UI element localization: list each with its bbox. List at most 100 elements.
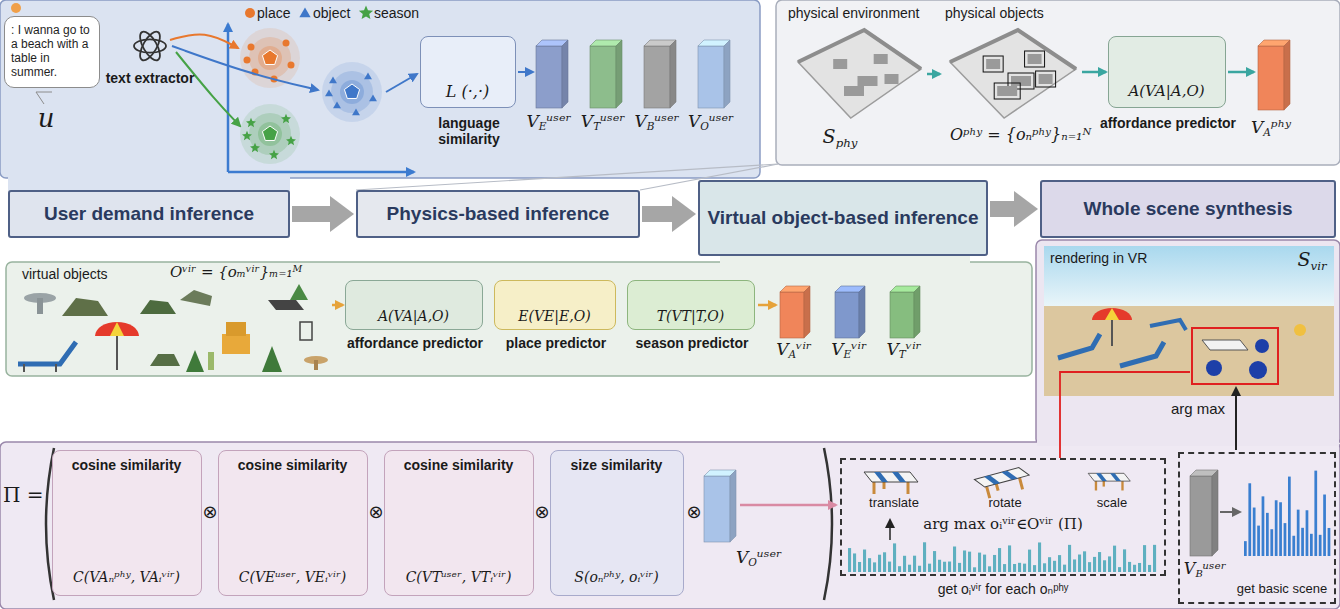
cluster-center [262, 50, 277, 64]
text-slot: Virtual object-based inference [707, 207, 978, 229]
math-superscript: ᵘˢᵉʳ [600, 111, 625, 131]
object-icon [208, 352, 214, 370]
math-symbol: V [831, 339, 843, 359]
score-bar [963, 550, 966, 572]
math-subscript: vir [1310, 259, 1326, 273]
embedding-cluster [249, 113, 291, 155]
transform-label: translate [854, 496, 934, 511]
vector-prism [704, 476, 730, 542]
function-formula: S(oₙᵖʰʸ, oᵢᵛⁱʳ) [551, 569, 682, 585]
scene-object [1150, 320, 1186, 330]
label-slot: VEᵘˢᵉʳ [522, 112, 576, 132]
math-subscript: E [539, 120, 547, 132]
math-subscript: O [748, 556, 757, 568]
score-bar [1253, 508, 1256, 556]
object-marker [333, 101, 341, 108]
label-slot: arg max [1163, 400, 1233, 417]
module-label: size similarity [551, 457, 682, 473]
module-label: affordance predictor [1099, 115, 1237, 131]
image-caption: physical environment [788, 5, 938, 21]
stage-box: Physics-based inference [356, 190, 640, 238]
vector-prism [590, 46, 616, 108]
embedding-cluster [240, 104, 300, 164]
table-top [974, 465, 1029, 489]
vector-prism [804, 286, 810, 338]
axis [228, 171, 414, 174]
score-bar [853, 553, 856, 572]
function-formula: C(VTᵘˢᵉʳ, VTᵢᵛⁱʳ) [385, 569, 532, 585]
scene-object [1249, 361, 1267, 379]
math-superscript: ᵛⁱʳ [906, 339, 922, 359]
room-floor [798, 30, 921, 118]
score-bar [1013, 564, 1016, 572]
vector-symbol: VOᵘˢᵉʳ [684, 112, 738, 132]
text-slot: C(VAₙᵖʰʸ, VAᵢᵛⁱʳ) [53, 569, 200, 585]
flow-arrow [170, 34, 238, 48]
vector-symbol: VAᵖʰʸ [1241, 118, 1301, 138]
object-icon [226, 322, 246, 336]
highlight-box [1192, 328, 1278, 384]
math-superscript: ᵛⁱʳ [851, 339, 867, 359]
math-symbol: S [823, 125, 836, 147]
label-slot: ⊗ [533, 502, 551, 523]
function-formula: C(VEᵘˢᵉʳ, VEᵢᵛⁱʳ) [219, 569, 366, 585]
scene-object [1294, 324, 1306, 336]
process-arrow [990, 201, 1014, 217]
vector-symbol: VAᵛⁱʳ [766, 340, 822, 360]
score-bar [1108, 556, 1111, 572]
user-utterance: : I wanna go to a beach with a table in … [11, 24, 93, 79]
text-slot: rotate [965, 496, 1045, 511]
score-bar [1068, 545, 1071, 572]
score-bar [1248, 483, 1251, 556]
math-superscript: ᵘˢᵉʳ [757, 547, 782, 567]
panel [776, 0, 1340, 165]
text-slot: cosine similarity [53, 457, 200, 473]
scene-object [1111, 318, 1113, 346]
text-slot: affordance predictor [341, 335, 489, 351]
table-stripe [874, 472, 888, 482]
similarity-term: cosine similarityC(VEᵘˢᵉʳ, VEᵢᵛⁱʳ) [218, 450, 368, 596]
score-bar [1088, 562, 1091, 572]
object-marker [364, 72, 372, 79]
furniture [833, 59, 847, 69]
text-slot: Whole scene synthesis [1083, 198, 1292, 220]
score-bar [1288, 477, 1291, 556]
math-symbol: V [776, 339, 788, 359]
object-icon [300, 322, 312, 340]
text-slot: A(VA|A,O) [1109, 83, 1224, 100]
scene-object [1206, 360, 1222, 376]
object-marker [329, 76, 337, 83]
label-slot: physical objects [945, 5, 1085, 21]
speech-bubble: : I wanna go to a beach with a table in … [4, 16, 100, 88]
score-bar [1018, 563, 1021, 572]
image-caption: physical objects [945, 5, 1085, 21]
score-bar [1038, 542, 1041, 572]
label-slot: VTᵛⁱʳ [876, 340, 932, 360]
label-slot: Π = [3, 484, 47, 507]
math-symbol: V [527, 111, 539, 131]
table-stripe [1096, 473, 1107, 481]
cluster-center [344, 84, 359, 98]
text-slot: get basic scene [1232, 582, 1332, 597]
table-stripe [1001, 469, 1017, 482]
scene-symbol: Svir [1292, 249, 1332, 273]
label-slot: Oᵛⁱʳ = {oₘᵛⁱʳ}ₘ₌₁ᴹ [170, 264, 340, 281]
label-slot: Svir [1292, 249, 1332, 273]
math-subscript: E [843, 348, 851, 360]
score-bar [913, 556, 916, 572]
scene-object [1092, 308, 1132, 320]
score-bar [1148, 565, 1151, 572]
set-formula: Oᵛⁱʳ = {oₘᵛⁱʳ}ₘ₌₁ᴹ [170, 264, 340, 281]
math-superscript: ᵛⁱʳ [796, 339, 812, 359]
selection-formula: arg max oᵢᵛⁱʳ∈Oᵛⁱʳ (Π) [872, 516, 1134, 533]
score-bar [888, 562, 891, 572]
text-slot: A(VA|A,O) [346, 308, 481, 324]
math-subscript: B [647, 120, 655, 132]
equation-symbol: Π = [3, 484, 47, 507]
math-superscript: ᵘˢᵉʳ [546, 111, 571, 131]
math-symbol: V [1251, 117, 1263, 137]
scene-sky [1044, 246, 1334, 306]
math-symbol: V [688, 111, 700, 131]
module-label: text extractor [104, 70, 196, 86]
